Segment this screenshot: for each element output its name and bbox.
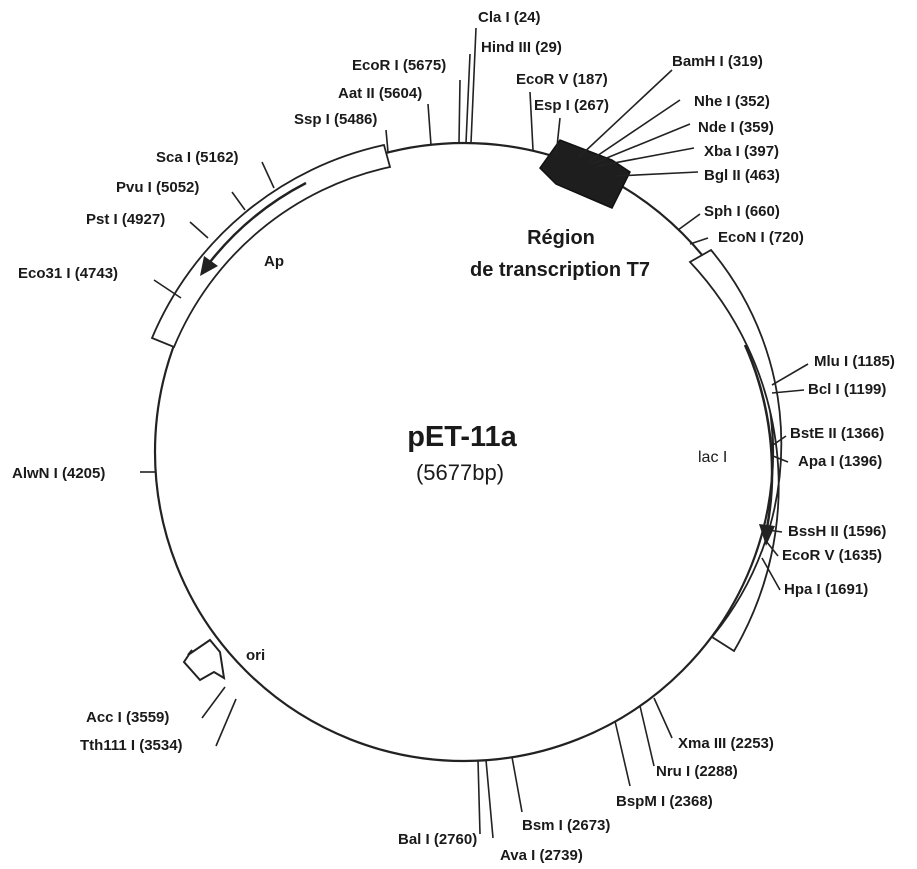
plasmid-ring <box>153 141 775 763</box>
tick-bspm-2368 <box>614 720 631 787</box>
site-label-eco31-4743: Eco31 I (4743) <box>18 265 118 282</box>
site-label-pvu-5052: Pvu I (5052) <box>116 179 199 196</box>
tick-aat-5604 <box>427 103 432 146</box>
tick-pst-4927 <box>189 221 209 239</box>
tick-pvu-5052 <box>231 191 246 211</box>
tick-nhe-352 <box>587 99 681 163</box>
tick-bcl-1199 <box>771 389 805 394</box>
site-label-ava-2739: Ava I (2739) <box>500 847 583 864</box>
site-label-bspm-2368: BspM I (2368) <box>616 793 713 810</box>
tick-ava-2739 <box>485 759 494 839</box>
site-label-hpa-1691: Hpa I (1691) <box>784 581 868 598</box>
ap-arrowhead-icon <box>200 256 218 276</box>
t7-region-block <box>539 139 631 209</box>
tick-sca-5162 <box>261 161 275 189</box>
laci-direction-arrow <box>743 344 774 529</box>
tick-econ-720 <box>689 237 709 245</box>
tick-apa-1396 <box>772 455 789 463</box>
tick-nde-359 <box>591 123 691 165</box>
site-label-pst-4927: Pst I (4927) <box>86 211 165 228</box>
site-label-bamh-319: BamH I (319) <box>672 53 763 70</box>
tick-tth-3534 <box>215 698 237 747</box>
site-label-ecorv-1635: EcoR V (1635) <box>782 547 882 564</box>
laci-gene-box <box>688 248 783 653</box>
site-label-xba-397: Xba I (397) <box>704 143 779 160</box>
tick-eco31-4743 <box>153 279 182 299</box>
laci-arrowhead-icon <box>759 524 775 546</box>
tick-sph-660 <box>677 213 701 231</box>
tick-cla-24 <box>470 27 477 144</box>
tick-bste-1366 <box>772 435 787 446</box>
tick-bal-2760 <box>477 759 481 835</box>
tick-bsm-2673 <box>511 756 523 813</box>
site-label-bgl-463: Bgl II (463) <box>704 167 780 184</box>
t7-region-label-line1: Région <box>527 227 595 249</box>
ap-direction-arrow <box>209 181 307 263</box>
plasmid-name: pET-11a <box>407 421 517 453</box>
site-label-cla-24: Cla I (24) <box>478 9 541 26</box>
site-label-ecori-5675: EcoR I (5675) <box>352 57 446 74</box>
ori-arrow-icon <box>182 638 226 682</box>
site-label-bcl-1199: Bcl I (1199) <box>808 381 886 398</box>
ap-gene-label: Ap <box>264 253 284 270</box>
site-label-alwn-4205: AlwN I (4205) <box>12 465 105 482</box>
site-label-sph-660: Sph I (660) <box>704 203 780 220</box>
tick-ecorv-1635 <box>765 540 779 557</box>
site-label-acc-3559: Acc I (3559) <box>86 709 169 726</box>
ori-label: ori <box>246 647 265 664</box>
tick-bgl-463 <box>615 171 699 177</box>
tick-bssh-1596 <box>767 529 783 533</box>
site-label-nde-359: Nde I (359) <box>698 119 774 136</box>
tick-mlu-1185 <box>771 363 809 386</box>
site-label-nhe-352: Nhe I (352) <box>694 93 770 110</box>
site-label-ssp-5486: Ssp I (5486) <box>294 111 377 128</box>
site-label-ecorv-187: EcoR V (187) <box>516 71 608 88</box>
site-label-nru-2288: Nru I (2288) <box>656 763 738 780</box>
tick-hpa-1691 <box>761 557 781 591</box>
site-label-tth-3534: Tth111 I (3534) <box>80 737 183 754</box>
site-label-bssh-1596: BssH II (1596) <box>788 523 886 540</box>
site-label-apa-1396: Apa I (1396) <box>798 453 882 470</box>
tick-ssp-5486 <box>385 129 389 153</box>
site-label-mlu-1185: Mlu I (1185) <box>814 353 895 370</box>
site-label-esp-267: Esp I (267) <box>534 97 609 114</box>
site-label-hind-29: Hind III (29) <box>481 39 562 56</box>
plasmid-size: (5677bp) <box>416 460 504 485</box>
tick-acc-3559 <box>201 686 226 719</box>
site-tick-marks <box>140 27 809 839</box>
tick-esp-267 <box>555 117 561 157</box>
tick-bamh-319 <box>577 69 673 159</box>
site-label-bsm-2673: Bsm I (2673) <box>522 817 610 834</box>
tick-ecorv-187 <box>529 91 534 151</box>
site-label-bste-1366: BstE II (1366) <box>790 425 884 442</box>
tick-xma-2253 <box>653 697 673 739</box>
site-label-xma-2253: Xma III (2253) <box>678 735 774 752</box>
t7-region-label-line2: de transcription T7 <box>470 259 650 281</box>
tick-nru-2288 <box>639 705 655 767</box>
site-label-sca-5162: Sca I (5162) <box>156 149 239 166</box>
tick-hind-29 <box>465 53 471 144</box>
ap-gene-box <box>150 143 392 349</box>
site-label-econ-720: EcoN I (720) <box>718 229 804 246</box>
tick-ecori-5675 <box>458 79 461 144</box>
laci-gene-label: lac I <box>698 449 727 466</box>
tick-xba-397 <box>597 147 695 167</box>
site-label-aat-5604: Aat II (5604) <box>338 85 422 102</box>
site-label-bal-2760: Bal I (2760) <box>398 831 477 848</box>
